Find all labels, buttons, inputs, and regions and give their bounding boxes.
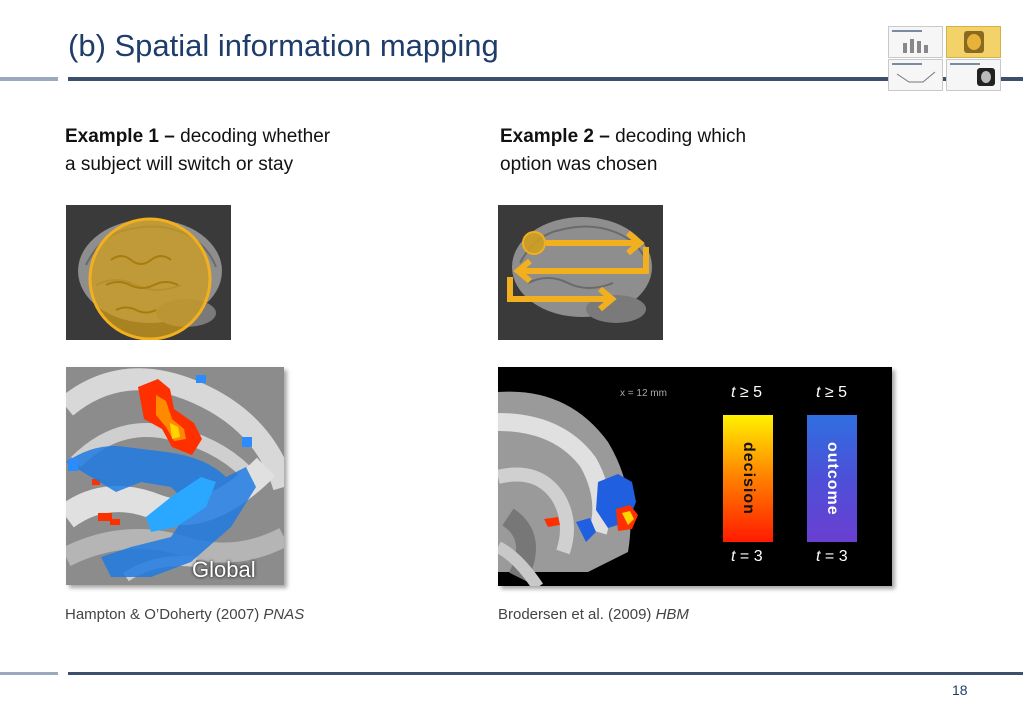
citation-brodersen-journal: HBM (655, 606, 689, 623)
nav-thumbnail-3[interactable] (888, 59, 943, 91)
nav-thumbnail-1[interactable] (888, 26, 943, 58)
header-rule (68, 77, 1023, 81)
searchlight-arrows-icon (507, 217, 652, 323)
medial-slice-graphic (498, 391, 638, 586)
header-rule-left (0, 77, 58, 81)
citation-hampton-journal: PNAS (263, 606, 305, 623)
global-label: Global (192, 557, 256, 582)
t-symbol: t (731, 548, 736, 565)
example-2-bold: Example 2 – (500, 126, 610, 147)
example-2-heading: Example 2 – decoding which option was ch… (500, 123, 860, 179)
global-fmri-image: Global (66, 367, 284, 585)
decision-threshold-bottom: t = 3 (731, 548, 763, 566)
example-1-line1: decoding whether (174, 126, 331, 147)
decision-colorbar: decision (723, 415, 773, 542)
t-symbol: t (816, 548, 821, 565)
footer-rule (68, 672, 1023, 675)
example-2-line1: decoding which (609, 126, 747, 147)
page-number: 18 (952, 682, 968, 698)
outcome-colorbar: outcome (807, 415, 857, 542)
outcome-threshold-bottom: t = 3 (816, 548, 848, 566)
example-1-line2: a subject will switch or stay (65, 154, 294, 175)
sagittal-slice-graphic (66, 367, 284, 585)
brain-searchlight-image (498, 205, 663, 340)
citation-brodersen-authors: Brodersen et al. (2009) (498, 606, 656, 623)
brain-global-sphere-image (66, 205, 231, 340)
citation-hampton-authors: Hampton & O’Doherty (2007) (65, 606, 264, 623)
decision-threshold-top: t ≥ 5 (731, 384, 762, 402)
outcome-threshold-top: t ≥ 5 (816, 384, 847, 402)
t-symbol: t (731, 384, 736, 401)
nav-thumbnail-2[interactable] (946, 26, 1001, 58)
slice-coordinate-label: x = 12 mm (620, 388, 667, 399)
decision-outcome-fmri-image: x = 12 mm t ≥ 5 t ≥ 5 decision outcome t… (498, 367, 892, 586)
outcome-label: outcome (824, 441, 841, 516)
decision-label: decision (740, 442, 757, 515)
decision-bottom-value: = 3 (739, 548, 763, 565)
t-symbol: t (816, 384, 821, 401)
citation-hampton: Hampton & O’Doherty (2007) PNAS (65, 606, 304, 623)
slide-title: (b) Spatial information mapping (68, 28, 499, 63)
example-1-bold: Example 1 – (65, 126, 175, 147)
example-2-line2: option was chosen (500, 154, 658, 175)
brain-sphere-icon (78, 217, 222, 340)
nav-thumbnail-4[interactable] (946, 59, 1001, 91)
decision-top-value: ≥ 5 (739, 384, 763, 401)
citation-brodersen: Brodersen et al. (2009) HBM (498, 606, 689, 623)
outcome-bottom-value: = 3 (824, 548, 848, 565)
outcome-top-value: ≥ 5 (824, 384, 848, 401)
example-1-heading: Example 1 – decoding whether a subject w… (65, 123, 425, 179)
footer-rule-left (0, 672, 58, 675)
